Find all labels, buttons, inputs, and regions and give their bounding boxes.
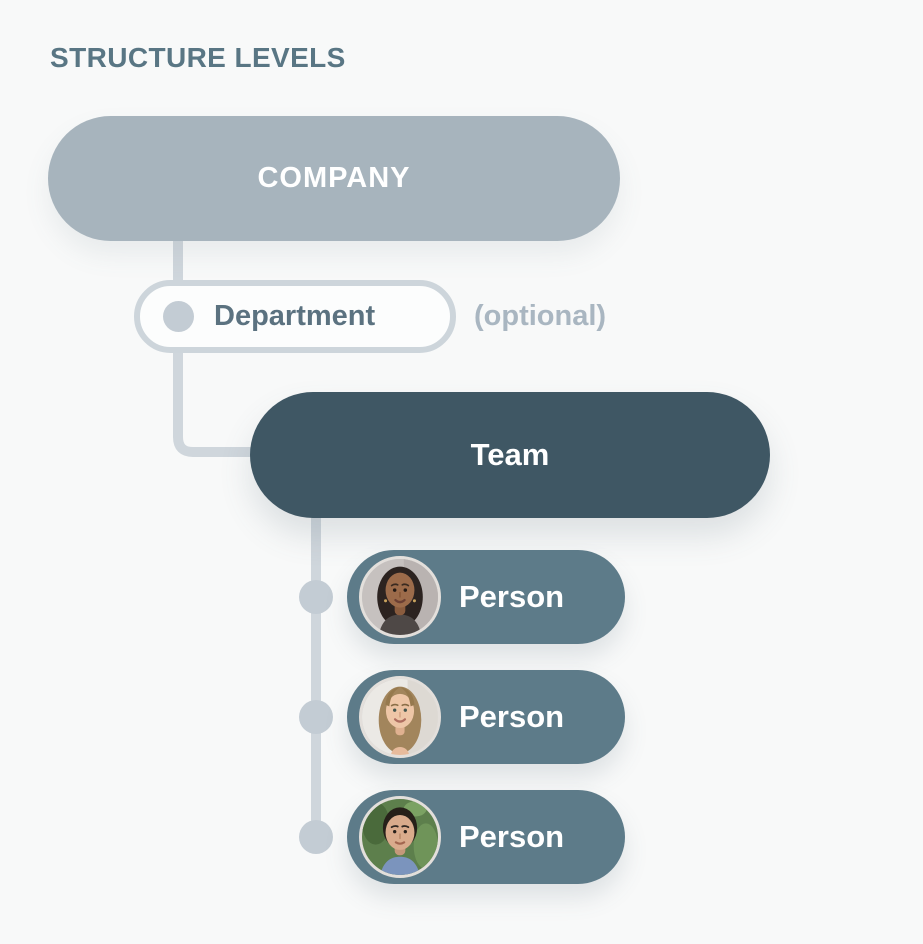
page-title: STRUCTURE LEVELS: [50, 42, 346, 73]
avatar-person-2: [359, 676, 441, 758]
person-label: Person: [459, 699, 565, 734]
person-row[interactable]: Person: [347, 550, 625, 644]
department-bullet-dot: [163, 301, 194, 332]
avatar-person-1: [359, 556, 441, 638]
connector-dot: [299, 700, 333, 734]
person-label: Person: [459, 819, 565, 854]
team-label: Team: [470, 437, 550, 472]
person-label: Person: [459, 579, 565, 614]
company-label: COMPANY: [257, 162, 411, 194]
level-department[interactable]: Department: [134, 280, 456, 353]
department-label: Department: [214, 300, 376, 332]
person-row[interactable]: Person: [347, 790, 625, 884]
avatar-person-3: [359, 796, 441, 878]
optional-note: (optional): [474, 300, 607, 332]
level-team[interactable]: Team: [250, 392, 770, 518]
connector-company-to-team: [173, 234, 268, 457]
level-company[interactable]: COMPANY: [48, 116, 620, 241]
connector-dot: [299, 820, 333, 854]
person-row[interactable]: Person: [347, 670, 625, 764]
connector-dot: [299, 580, 333, 614]
